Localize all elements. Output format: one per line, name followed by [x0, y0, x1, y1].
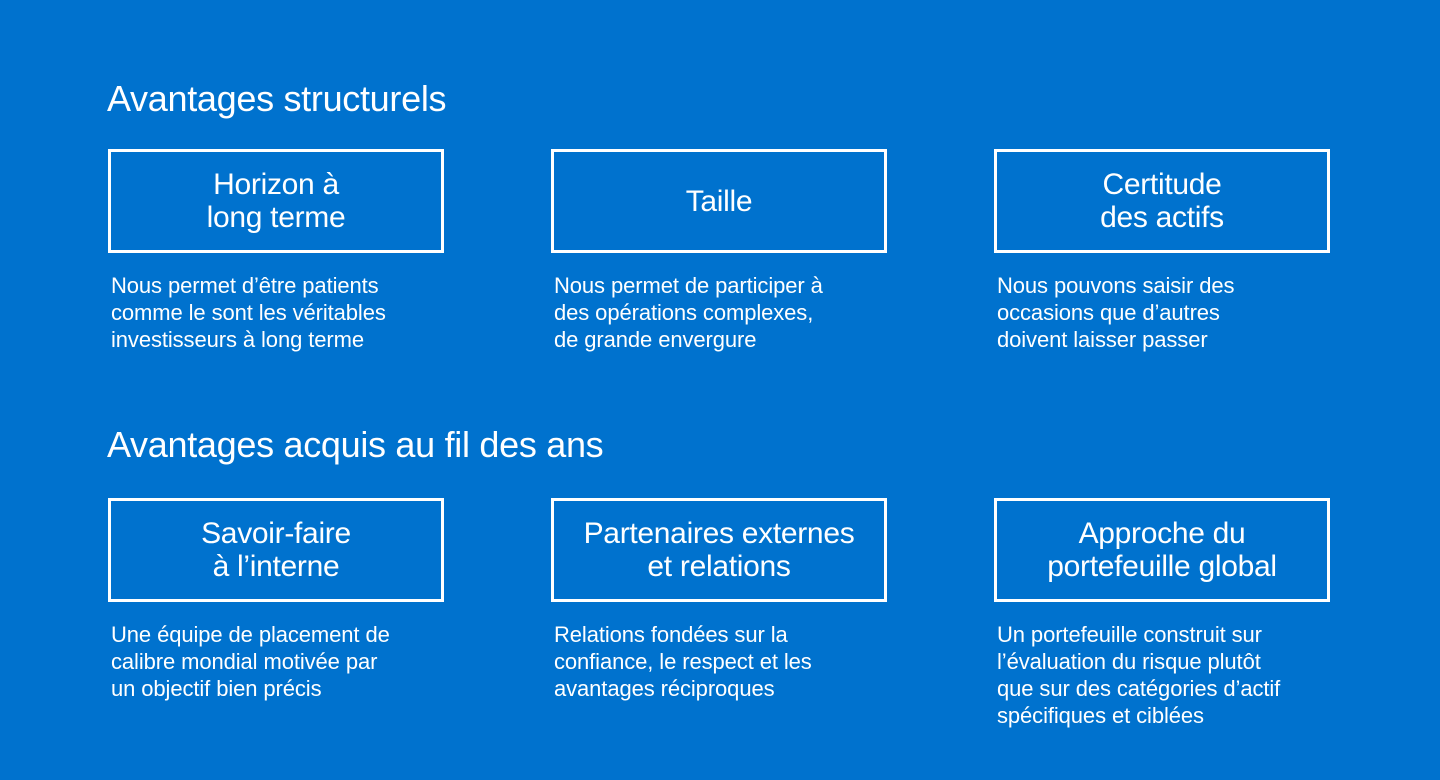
card-box-line: à l’interne: [212, 550, 340, 583]
card-description-line: avantages réciproques: [554, 676, 775, 701]
card-description-line: Une équipe de placement de: [111, 622, 390, 647]
card-internal-expertise: Savoir-faire à l’interne Une équipe de p…: [108, 498, 444, 702]
card-long-term-horizon: Horizon à long terme Nous permet d’être …: [108, 149, 444, 353]
card-box-line: Horizon à: [213, 168, 339, 201]
card-box-line: Certitude: [1102, 168, 1222, 201]
card-external-partners: Partenaires externes et relations Relati…: [551, 498, 887, 702]
card-description-line: Nous pouvons saisir des: [997, 273, 1235, 298]
card-box-line: long terme: [206, 201, 346, 234]
card-box-line: Savoir-faire: [201, 517, 351, 550]
card-box-line: Taille: [685, 184, 753, 218]
card-box: Partenaires externes et relations: [551, 498, 887, 602]
card-description-line: que sur des catégories d’actif: [997, 676, 1281, 701]
card-box: Approche du portefeuille global: [994, 498, 1330, 602]
card-description-line: Un portefeuille construit sur: [997, 622, 1262, 647]
card-description: Relations fondées sur la confiance, le r…: [551, 621, 887, 702]
card-description-line: investisseurs à long terme: [111, 327, 364, 352]
card-box-line: des actifs: [1100, 201, 1224, 234]
card-box-line: portefeuille global: [1047, 550, 1277, 583]
section-title-acquired: Avantages acquis au fil des ans: [107, 424, 604, 465]
card-description: Nous permet d’être patients comme le son…: [108, 272, 444, 353]
card-description-line: doivent laisser passer: [997, 327, 1208, 352]
card-description-line: occasions que d’autres: [997, 300, 1220, 325]
card-description-line: un objectif bien précis: [111, 676, 322, 701]
card-box: Horizon à long terme: [108, 149, 444, 253]
card-description-line: spécifiques et ciblées: [997, 703, 1204, 728]
card-description-line: confiance, le respect et les: [554, 649, 812, 674]
card-box: Savoir-faire à l’interne: [108, 498, 444, 602]
card-description: Nous permet de participer à des opératio…: [551, 272, 887, 353]
card-description-line: Relations fondées sur la: [554, 622, 788, 647]
card-description-line: Nous permet d’être patients: [111, 273, 379, 298]
card-description: Une équipe de placement de calibre mondi…: [108, 621, 444, 702]
card-description-line: calibre mondial motivée par: [111, 649, 378, 674]
card-description-line: de grande envergure: [554, 327, 757, 352]
card-size: Taille Nous permet de participer à des o…: [551, 149, 887, 353]
card-box-line: Approche du: [1078, 517, 1246, 550]
card-description-line: des opérations complexes,: [554, 300, 814, 325]
card-description-line: l’évaluation du risque plutôt: [997, 649, 1261, 674]
card-description: Un portefeuille construit sur l’évaluati…: [994, 621, 1330, 729]
card-box: Certitude des actifs: [994, 149, 1330, 253]
card-description: Nous pouvons saisir des occasions que d’…: [994, 272, 1330, 353]
section-title-structural: Avantages structurels: [107, 78, 447, 119]
card-box: Taille: [551, 149, 887, 253]
card-box-line: et relations: [647, 550, 791, 583]
card-total-portfolio: Approche du portefeuille global Un porte…: [994, 498, 1330, 729]
card-description-line: Nous permet de participer à: [554, 273, 823, 298]
card-description-line: comme le sont les véritables: [111, 300, 386, 325]
card-box-line: Partenaires externes: [583, 517, 855, 550]
card-asset-certainty: Certitude des actifs Nous pouvons saisir…: [994, 149, 1330, 353]
